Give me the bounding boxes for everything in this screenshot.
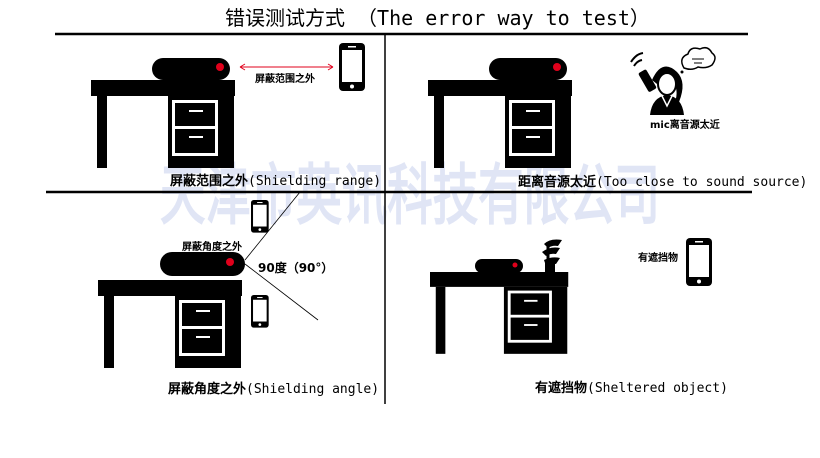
panel-caption: 屏蔽角度之外(Shielding angle)	[168, 381, 379, 397]
speakerphone-icon	[489, 58, 567, 80]
angle-region-label: 屏蔽角度之外	[181, 240, 242, 253]
panel-too-close: mic离音源太近 距离音源太近(Too close to sound sourc…	[428, 46, 807, 190]
indicator-light	[216, 63, 224, 71]
caption-cn: 屏蔽角度之外	[168, 381, 246, 397]
desk-icon	[430, 272, 569, 354]
caption-cn: 屏蔽范围之外	[170, 173, 248, 189]
caption-cn: 有遮挡物	[535, 380, 587, 396]
caption-cn: 距离音源太近	[518, 174, 596, 190]
speakerphone-icon	[152, 58, 230, 80]
range-label: 屏蔽范围之外	[254, 72, 315, 85]
phone-icon	[251, 200, 269, 233]
watermark: 天津市英讯科技有限公司	[160, 157, 660, 234]
panel-shielding-range: 屏蔽范围之外 屏蔽范围之外(Shielding range)	[91, 43, 381, 189]
panel-caption: 有遮挡物(Sheltered object)	[535, 380, 728, 396]
desk-icon	[98, 280, 242, 368]
panel-caption: 距离音源太近(Too close to sound source)	[518, 174, 807, 190]
panel-caption: 屏蔽范围之外(Shielding range)	[170, 173, 381, 189]
caption-en: (Shielding range)	[248, 174, 381, 189]
person-on-phone-icon	[630, 46, 716, 115]
angle-line-lower	[244, 263, 319, 321]
obstacle-label: 有遮挡物	[638, 251, 678, 264]
indicator-light	[512, 262, 518, 268]
panel-sheltered-object: 有遮挡物 有遮挡物(Sheltered object)	[430, 238, 728, 396]
page-title: 错误测试方式 （The error way to test）	[225, 6, 650, 30]
speakerphone-icon	[160, 252, 245, 276]
speakerphone-icon	[475, 259, 523, 273]
indicator-light	[553, 63, 561, 71]
phone-icon	[686, 238, 712, 286]
phone-icon	[339, 43, 365, 91]
caption-en: (Sheltered object)	[587, 381, 728, 396]
phone-icon	[251, 295, 269, 328]
desk-icon	[91, 80, 235, 168]
desk-icon	[428, 80, 572, 168]
mic-too-close-label: mic离音源太近	[650, 118, 720, 131]
panel-shielding-angle: 屏蔽角度之外 90度（90°） 屏蔽角度之外(Shielding angle)	[98, 191, 379, 397]
angle-line-upper	[244, 191, 301, 261]
angle-label: 90度（90°）	[258, 260, 333, 275]
caption-en: (Shielding angle)	[246, 382, 379, 397]
caption-en: (Too close to sound source)	[596, 175, 807, 190]
obstacle-icon	[542, 239, 562, 272]
indicator-light	[226, 258, 234, 266]
